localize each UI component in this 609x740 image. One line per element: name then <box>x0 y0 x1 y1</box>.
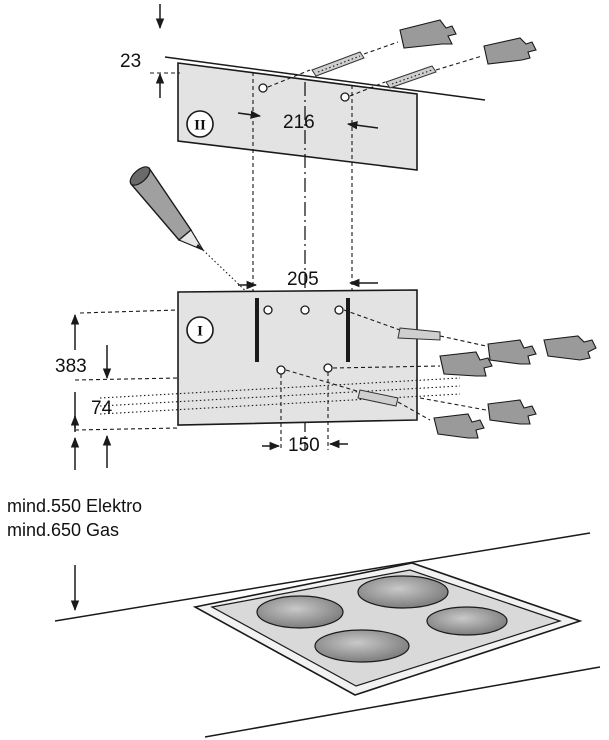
lower-hole-bottom-left <box>276 365 286 375</box>
upper-hole-left <box>258 83 268 93</box>
worktop-back-edge <box>54 532 591 622</box>
hob-zone-front-right <box>426 606 508 636</box>
lower-wall-plug-top <box>343 309 487 347</box>
lower-wall-screw-bottom-b <box>419 397 537 425</box>
dimension-23-label: 23 <box>120 51 141 72</box>
lower-wall-screw-top-b <box>543 335 597 361</box>
lower-wall-screw-bottom-a <box>433 413 485 439</box>
clearance-electric-label: mind.550 Elektro <box>7 496 142 516</box>
dimension-150: 150 <box>262 435 348 456</box>
dimension-clearance <box>70 434 112 612</box>
lower-hole-top-right <box>334 305 344 315</box>
upper-wall-plug-left <box>267 51 365 88</box>
lower-hole-bottom-right <box>323 363 333 373</box>
lower-hole-top-centre <box>300 305 310 315</box>
lower-bracket-plate: I <box>177 289 418 426</box>
hob-zone-front-left <box>314 629 410 663</box>
worktop-front-edge <box>204 666 601 738</box>
dimension-383-label: 383 <box>55 356 87 377</box>
hob-zone-back-right <box>357 575 449 609</box>
dimension-216-label: 216 <box>283 112 315 133</box>
lower-wall-plug-bottom <box>285 369 431 421</box>
dimension-74-label: 74 <box>91 398 113 419</box>
dimension-383: 383 <box>55 313 112 380</box>
dimension-216: 216 <box>237 110 379 133</box>
lower-wall-screw-middle <box>332 351 493 377</box>
upper-plate-label: II <box>194 118 206 134</box>
lower-wall-screw-top-a <box>487 339 537 365</box>
pencil-icon <box>129 166 256 301</box>
clearance-gas-label: mind.650 Gas <box>7 520 119 540</box>
upper-wall-plug-right <box>349 65 437 97</box>
upper-bracket-plate: II <box>177 62 418 171</box>
lower-hole-top-left <box>263 305 273 315</box>
dimension-205: 205 <box>238 269 378 290</box>
lower-plate-label: I <box>197 324 203 340</box>
hob-zone-back-left <box>256 595 344 629</box>
wall-top-line <box>164 56 486 101</box>
upper-wall-screw-left <box>363 19 457 55</box>
lower-plate-badge <box>186 316 214 344</box>
dimension-205-label: 205 <box>287 269 319 290</box>
upper-plate-badge <box>186 110 214 138</box>
hob <box>192 562 583 696</box>
upper-wall-screw-right <box>435 37 537 71</box>
dimension-74: 74 <box>70 392 113 432</box>
dimension-150-label: 150 <box>288 435 320 456</box>
upper-hole-right <box>340 92 350 102</box>
dimension-23: 23 <box>120 4 180 98</box>
